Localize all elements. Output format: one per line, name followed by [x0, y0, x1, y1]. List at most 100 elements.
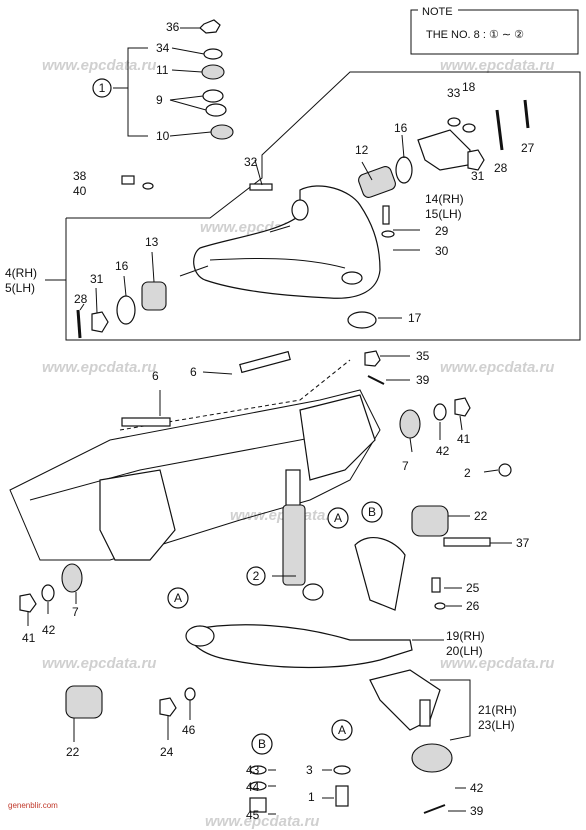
callout-label: 9 [156, 93, 163, 107]
callout-label: B [258, 737, 266, 751]
watermark: www.epcdata.ru [440, 57, 554, 74]
bushing-12-icon [358, 166, 396, 198]
callout-label: 13 [145, 235, 159, 249]
washer-30-icon [381, 230, 395, 238]
note-title: NOTE [422, 6, 453, 18]
callout-label: 19(RH) [446, 629, 485, 643]
watermark: www.epcdata.ru [440, 359, 554, 376]
callout-label: 41 [22, 631, 36, 645]
callout-label: 20(LH) [446, 644, 483, 658]
cotter-28b-icon [76, 309, 82, 339]
shock-absorber [282, 469, 324, 601]
callout-label: 21(RH) [478, 703, 517, 717]
cotter-27-icon [523, 99, 530, 129]
callout-label: A [338, 723, 346, 737]
callout-label: 41 [457, 432, 471, 446]
callout-label: 33 [447, 86, 461, 100]
callout-label: 36 [166, 20, 180, 34]
nut-35-icon [364, 350, 381, 367]
washer-42b-icon [41, 584, 55, 602]
watermark: www.epcdata.ru [42, 655, 156, 672]
note-text: THE NO. 8 : ① ∼ ② [426, 29, 524, 41]
callout-label: 35 [416, 349, 430, 363]
washer-9b-icon [205, 103, 227, 117]
bushing-22a-icon [411, 505, 449, 537]
callout-label: 14(RH) [425, 192, 464, 206]
frame-crossmember [9, 350, 381, 561]
upper-arm-frame [65, 71, 581, 341]
callout-label: 39 [470, 804, 484, 818]
callout-label: 22 [474, 509, 488, 523]
callout-label: 32 [244, 155, 258, 169]
nut-24-icon [159, 697, 177, 717]
callout-label: 27 [521, 141, 535, 155]
callout-label: 18 [462, 80, 476, 94]
washer-26-icon [434, 602, 446, 610]
callout-label: 28 [494, 161, 508, 175]
bolt-38-icon [121, 175, 135, 185]
callout-label: B [368, 505, 376, 519]
bolt-6b-icon [239, 350, 291, 374]
callout-label: A [334, 511, 342, 525]
callout-label: 2 [253, 569, 260, 583]
washer-9a-icon [202, 89, 224, 103]
callout-label: 7 [402, 459, 409, 473]
callout-label: 25 [466, 581, 480, 595]
callout-label: 42 [436, 444, 450, 458]
upper-control-arm [179, 185, 381, 299]
cotter-28a-icon [495, 109, 504, 151]
callout-label: 24 [160, 745, 174, 759]
callout-label: 31 [90, 272, 104, 286]
grease-2-icon [498, 463, 512, 477]
boot-42c-icon [411, 743, 453, 773]
bracket-14-icon [417, 129, 471, 171]
callout-label: 10 [156, 129, 170, 143]
bushing-13-icon [141, 281, 167, 311]
callout-label: 40 [73, 184, 87, 198]
upper-arm-parts [76, 99, 530, 339]
lower-control-arm [19, 350, 512, 814]
leader-lines [27, 134, 512, 815]
bushing-11-icon [201, 64, 225, 80]
callout-label: 31 [471, 169, 485, 183]
callout-label: 46 [182, 723, 196, 737]
callout-label: 39 [416, 373, 430, 387]
washer-44-icon [249, 781, 267, 791]
bolt-25-icon [431, 577, 441, 593]
washer-40-icon [142, 182, 154, 190]
callout-label: 1 [99, 81, 106, 95]
nut-41a-icon [454, 397, 471, 417]
callout-label: 42 [470, 781, 484, 795]
callout-label: 12 [355, 143, 369, 157]
callout-label: 34 [156, 41, 170, 55]
callout-label: 29 [435, 224, 449, 238]
bushing-10-icon [210, 124, 234, 140]
cotter-39b-icon [423, 804, 446, 814]
ball-joint-17-icon [347, 311, 377, 329]
callout-label: 23(LH) [478, 718, 515, 732]
site-label: genenblir.com [8, 801, 58, 810]
callout-label: 15(LH) [425, 207, 462, 221]
callout-label: 30 [435, 244, 449, 258]
callout-label: 6 [190, 365, 197, 379]
note-frame [410, 9, 579, 55]
callout-label: 44 [246, 780, 260, 794]
callout-label: 16 [394, 121, 408, 135]
washer-46-icon [184, 687, 196, 701]
nut-33-icon [447, 117, 461, 127]
callout-label: 37 [516, 536, 530, 550]
callout-label: 42 [42, 623, 56, 637]
washer-16b-icon [116, 295, 136, 325]
callout-label: A [174, 591, 182, 605]
washer-16-icon [395, 156, 413, 184]
callout-label: 4(RH) [5, 266, 37, 280]
callout-label: 38 [73, 169, 87, 183]
washer-3-icon [333, 765, 351, 775]
bolt-29-icon [382, 205, 390, 225]
callout-label: 5(LH) [5, 281, 35, 295]
grease-1-icon [335, 785, 349, 807]
callout-label: 17 [408, 311, 422, 325]
callout-label: 43 [246, 763, 260, 777]
watermarks: www.epcdata.ru www.epcdata.ru www.epcdat… [42, 57, 554, 830]
